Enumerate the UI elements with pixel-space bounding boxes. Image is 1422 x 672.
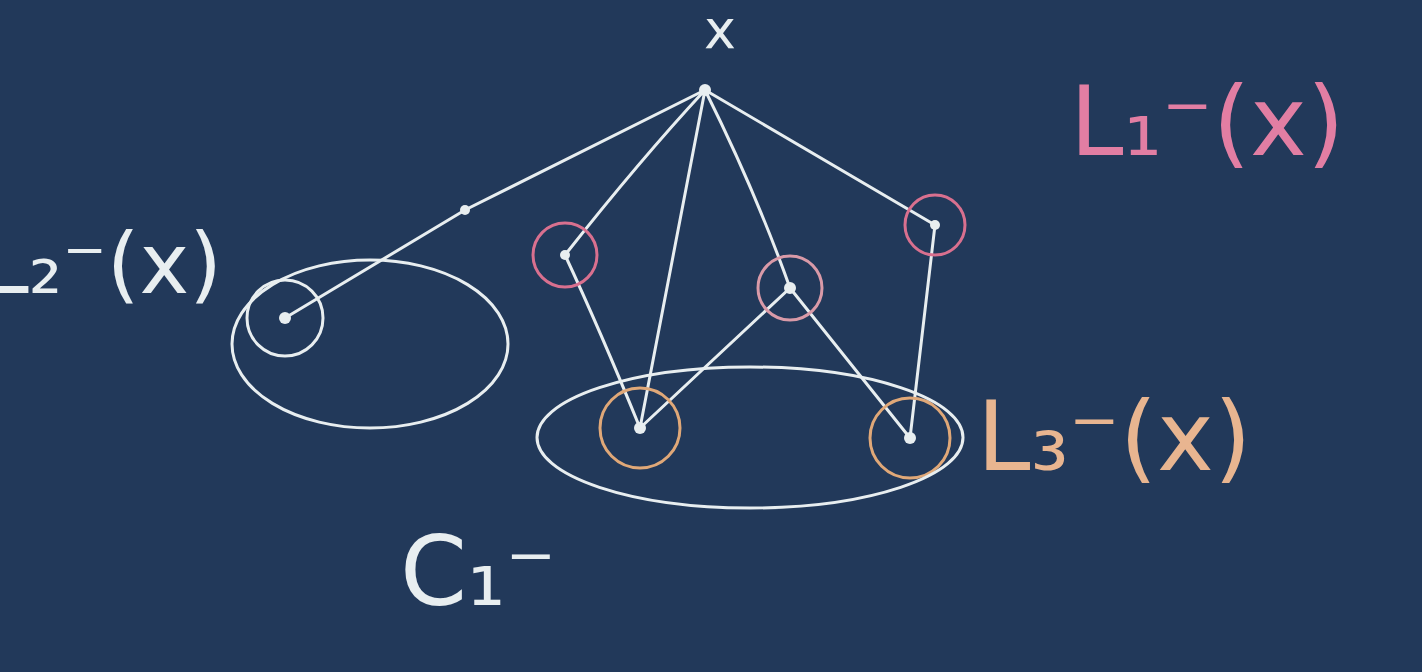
- vertex-node: x: [690, 0, 750, 60]
- graph-edge: [285, 90, 705, 318]
- ellipse-outline: [535, 365, 965, 510]
- vertex-dot: [460, 205, 470, 215]
- graph-edge: [705, 90, 935, 225]
- graph-edge: [910, 225, 935, 438]
- ellipse-outline: [230, 258, 510, 430]
- ellipse-shape: [537, 367, 963, 508]
- vertex-ring: [247, 280, 323, 356]
- node-label: x: [704, 0, 736, 59]
- set-ellipse: L₂⁻(x): [230, 258, 510, 430]
- vertex-dot: [699, 84, 711, 96]
- set-ellipse: L₃⁻(x): [535, 365, 965, 510]
- node-label: L₂⁻(x): [0, 218, 222, 310]
- vertex-rings: [247, 195, 965, 478]
- vertex-ring: [533, 223, 597, 287]
- graph-vertices: [279, 84, 940, 444]
- vertex-ring: [870, 398, 950, 478]
- set-label: C₁⁻: [400, 520, 556, 626]
- vertex-ring: [758, 256, 822, 320]
- vertex-dot: [279, 312, 291, 324]
- vertex-dot: [904, 432, 916, 444]
- graph-edge: [790, 288, 910, 438]
- vertex-dot: [634, 422, 646, 434]
- vertex-dot: [930, 220, 940, 230]
- ellipse-shape: [232, 260, 508, 428]
- graph-edge: [565, 255, 640, 428]
- vertex-dot: [784, 282, 796, 294]
- vertex-ring: [600, 388, 680, 468]
- node-label: L₃⁻(x): [977, 385, 1251, 491]
- vertex-dot: [560, 250, 570, 260]
- vertex-ring: [905, 195, 965, 255]
- set-label: L₁⁻(x): [1070, 70, 1344, 176]
